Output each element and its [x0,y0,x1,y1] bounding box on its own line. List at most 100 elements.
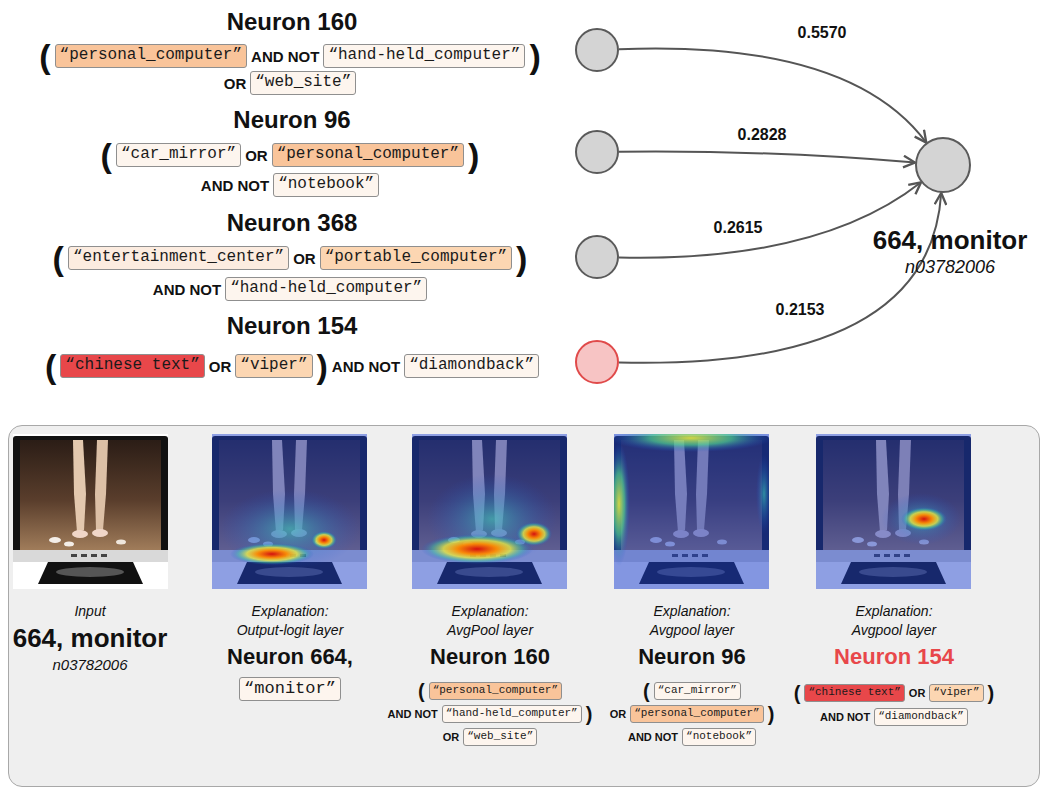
text-line: Explanation: [451,603,528,619]
neuron-title: Neuron 96 [638,644,746,670]
caption-text: 664, monitor [13,623,168,654]
concept-tag: “diamondback” [874,708,968,725]
text-line: Input [74,603,105,619]
concept-tag: “car_mirror” [654,682,741,699]
logic-operator: OR [610,708,627,720]
text-line: Explanation: [251,603,328,619]
text-line: (“personal_computer” [418,682,562,700]
neuron-circle: Neuron 96(“car_mirror”OR“personal_comput… [575,130,619,174]
weight-arrow [619,193,941,363]
weight-arrow [619,152,915,163]
logic-operator: AND NOT [388,708,438,720]
neuron-title: Neuron 154 [227,312,358,340]
parenthesis: ( [53,241,64,275]
text-line: AND NOT“hand-held_computer” [153,277,427,300]
text-line: Avgpool layer [650,622,735,638]
text-line: (“entertainment_center”OR“portable_compu… [53,241,528,275]
neuron-circle: Neuron 368(“entertainment_center”OR“port… [575,235,619,279]
neuron-title: Neuron 160 [227,8,358,36]
logic-operator: OR [209,358,232,375]
concept-tag: “chinese text” [804,684,904,701]
text-line: Neuron 368 [227,209,358,237]
text-line: Explanation: [653,603,730,619]
caption-text: Explanation: [451,603,528,619]
text-line: 664, monitor [13,623,168,654]
text-line: “monitor” [239,677,341,701]
output-neuron-circle: 664, monitorn03782006 [915,137,971,193]
concept-tag: “personal_computer” [55,44,247,67]
parenthesis: ) [988,684,995,702]
text-line: OR“web_site” [443,728,538,745]
concept-tag: “chinese text” [60,354,204,377]
caption-text: Explanation: [855,603,932,619]
text-line: Explanation: [855,603,932,619]
logic-operator: OR [293,250,316,267]
caption-text: Output-logit layer [237,622,344,638]
text-line: Avgpool layer [852,622,937,638]
text-line: (“car_mirror” [643,682,741,700]
concept-tag: “portable_computer” [320,246,512,269]
weight-label: 0.2615 [711,219,766,237]
text-line: OR“personal_computer”) [610,705,775,723]
logic-operator: OR [443,731,460,743]
concept-tag: “personal_computer” [630,705,763,722]
caption-text: 664, monitor [873,225,1028,256]
parenthesis: ( [45,349,56,383]
caption-text: Explanation: [653,603,730,619]
neuron-circle: Neuron 154(“chinese text”OR“viper”)AND N… [575,340,619,384]
concept-tag: “entertainment_center” [68,246,289,269]
logic-operator: AND NOT [153,281,221,298]
text-line: (“chinese text”OR“viper”) [794,684,994,702]
logic-operator: OR [909,687,926,699]
weight-label: 0.2153 [773,301,828,319]
parenthesis: ) [529,39,540,73]
text-line: n03782006 [52,656,127,673]
weight-label: 0.2828 [735,126,790,144]
concept-tag: “personal_computer” [272,143,464,166]
logic-operator: OR [245,147,268,164]
parenthesis: ) [516,241,527,275]
concept-tag: “hand-held_computer” [225,277,427,300]
text-line: Neuron 96 [638,644,746,670]
concept-tag: “notebook” [273,173,379,196]
logic-operator: AND NOT [201,177,269,194]
explanation-panel: Input 664, monitor n03782006 Explanation: Ou… [8,425,1040,787]
parenthesis: ( [643,682,650,700]
parenthesis: ) [317,349,328,383]
neuron-circle: Neuron 160(“personal_computer”AND NOT“ha… [575,28,619,72]
text-line: Neuron 160 [430,644,550,670]
neuron-title: Neuron 160 [430,644,550,670]
concept-tag: “diamondback” [404,354,539,377]
logic-operator: AND NOT [332,358,400,375]
text-line: Neuron 96 [233,106,350,134]
text-line: AND NOT“hand-held_computer”) [388,705,593,723]
caption-text: Input [74,603,105,619]
concept-tag: “viper” [929,684,983,701]
caption-text: Avgpool layer [650,622,735,638]
parenthesis: ) [768,705,775,723]
text-line: Neuron 664, [227,644,353,670]
caption-text: Avgpool layer [852,622,937,638]
logic-operator: AND NOT [628,731,678,743]
text-line: AND NOT“notebook” [628,728,756,745]
text-line: Neuron 154 [227,312,358,340]
text-line: Neuron 154 [834,644,954,670]
concept-tag: “viper” [235,354,312,377]
text-line: 664, monitor [873,225,1028,256]
logic-operator: AND NOT [820,711,870,723]
concept-tag: “car_mirror” [116,143,241,166]
text-line: Output-logit layer [237,622,344,638]
concept-tag: “web_site” [250,71,356,94]
caption-text: Explanation: [251,603,328,619]
neuron-title: Neuron 96 [233,106,350,134]
text-line: Neuron 160 [227,8,358,36]
weight-label: 0.5570 [795,24,850,42]
text-line: AND NOT“notebook” [201,173,379,196]
text-line: (“chinese text” OR“viper”)AND NOT“diamond… [45,349,539,383]
neuron-title: Neuron 664, [227,644,353,670]
caption-text: AvgPool layer [447,622,533,638]
text-line: AvgPool layer [447,622,533,638]
parenthesis: ) [468,138,479,172]
caption-text: n03782006 [52,656,127,673]
